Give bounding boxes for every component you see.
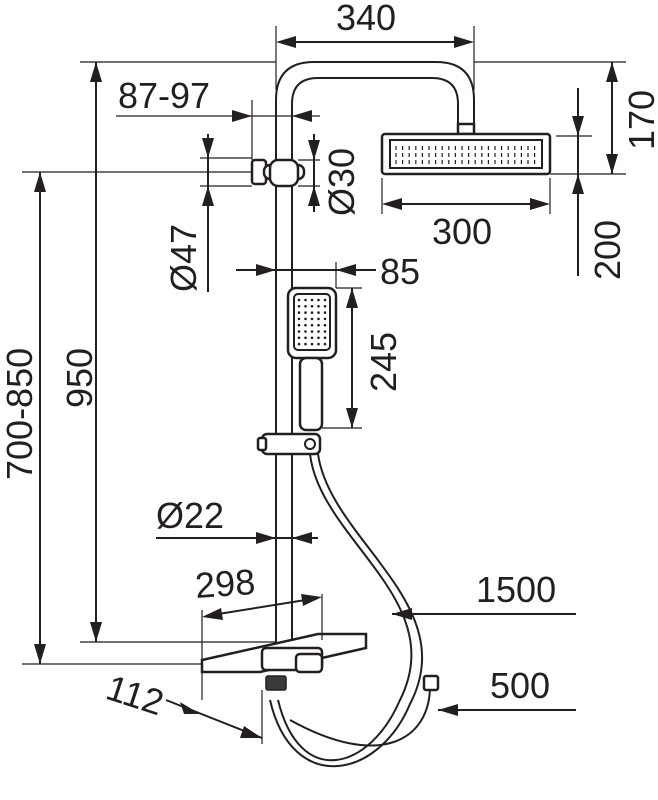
dim-label-950: 950	[59, 348, 100, 408]
hand-nozzle	[323, 311, 327, 314]
overhead-shower-head	[380, 132, 552, 176]
head-connector	[456, 122, 476, 136]
hand-nozzle	[304, 298, 307, 302]
dim-wall-mount-diameter: Ø47	[163, 134, 252, 292]
dim-label-1500: 1500	[476, 569, 556, 610]
hand-nozzle	[317, 305, 320, 308]
dim-bracket-diameter: Ø30	[298, 134, 362, 216]
dim-label-700-850: 700-850	[0, 348, 40, 480]
hand-nozzle	[304, 336, 307, 340]
dim-label-170: 170	[621, 90, 658, 150]
hand-nozzle	[297, 305, 301, 308]
head-nozzles	[395, 146, 536, 164]
hand-nozzle	[317, 298, 320, 302]
hand-nozzle	[323, 330, 327, 333]
hand-nozzle	[317, 311, 320, 314]
hand-nozzle	[297, 323, 301, 327]
hand-nozzle	[304, 323, 307, 327]
hand-nozzle	[304, 317, 307, 321]
outlet-connector	[422, 674, 440, 692]
dim-shelf-depth: 112	[102, 667, 263, 744]
hand-nozzle	[304, 305, 307, 308]
dim-label-o30: Ø30	[321, 148, 362, 216]
hand-nozzle	[310, 317, 314, 321]
hand-nozzle	[310, 336, 314, 340]
hand-nozzle	[297, 311, 301, 314]
hand-nozzle	[310, 342, 314, 346]
outlet-fitting	[265, 675, 287, 691]
riser-upper	[275, 61, 475, 160]
dim-label-340: 340	[336, 0, 396, 38]
dim-label-300: 300	[432, 211, 492, 252]
hand-nozzle	[323, 317, 327, 321]
hand-nozzle	[317, 317, 320, 321]
hand-nozzle	[323, 323, 327, 327]
dim-head-drop: 200	[556, 88, 628, 280]
hand-nozzle	[310, 323, 314, 327]
dim-rail-length: 950	[59, 61, 276, 643]
dim-hose-length: 1500	[392, 569, 576, 620]
dim-label-245: 245	[363, 332, 404, 392]
hand-nozzle	[304, 311, 307, 314]
shelf-thermostat	[200, 632, 368, 691]
hand-nozzle	[297, 330, 301, 333]
hand-nozzle	[317, 323, 320, 327]
slider-body	[260, 432, 322, 456]
hand-nozzle	[310, 298, 314, 302]
hand-nozzle	[304, 330, 307, 333]
hand-shower	[286, 286, 338, 432]
hand-nozzle	[297, 342, 301, 346]
dim-head-height: 170	[474, 61, 658, 175]
wall-bracket	[250, 158, 306, 188]
hand-nozzle	[297, 336, 301, 340]
dim-head-arm-width: 340	[275, 0, 475, 90]
slider-knob	[256, 436, 268, 452]
hand-nozzle	[323, 336, 327, 340]
hand-nozzle	[317, 336, 320, 340]
dim-hand-shower-depth: 85	[236, 251, 420, 292]
slider-holder	[256, 432, 322, 456]
hand-nozzle	[297, 317, 301, 321]
dim-label-298: 298	[194, 561, 257, 606]
dim-wall-offset: 87-97	[116, 75, 320, 160]
head-face	[389, 139, 543, 169]
dim-label-87-97: 87-97	[118, 75, 210, 116]
dim-label-500: 500	[490, 665, 550, 706]
hand-shower-face	[293, 293, 331, 351]
hand-shower-handle	[298, 356, 324, 432]
dim-rail-diameter: Ø22	[156, 495, 318, 544]
dim-head-width: 300	[381, 178, 551, 252]
mixer-knob	[294, 652, 324, 674]
dim-install-height: 700-850	[0, 171, 252, 665]
dim-label-112: 112	[102, 667, 169, 724]
outlet-hose	[289, 685, 431, 747]
dim-outlet-length: 500	[438, 665, 576, 716]
hand-nozzle	[304, 342, 307, 346]
slider-dot	[304, 438, 316, 450]
bracket-clamp	[268, 158, 300, 188]
hand-nozzle	[323, 298, 327, 302]
dim-label-o22: Ø22	[156, 495, 224, 536]
dim-shelf-width: 298	[194, 561, 323, 700]
dim-label-o47: Ø47	[163, 224, 204, 292]
shower-hose-inner	[269, 453, 424, 768]
hand-nozzle	[310, 311, 314, 314]
shower-hose	[277, 453, 413, 761]
hand-nozzle	[323, 305, 327, 308]
dim-label-85: 85	[380, 251, 420, 292]
hand-nozzle	[297, 298, 301, 302]
hand-nozzle	[317, 342, 320, 346]
hand-nozzle	[310, 330, 314, 333]
dim-label-200: 200	[587, 220, 628, 280]
hand-nozzle	[310, 305, 314, 308]
riser-upper-inner	[291, 77, 459, 160]
hand-nozzle	[323, 342, 327, 346]
hand-nozzle	[317, 330, 320, 333]
hand-shower-nozzles	[297, 298, 327, 346]
dim-hand-shower-length: 245	[322, 287, 404, 429]
